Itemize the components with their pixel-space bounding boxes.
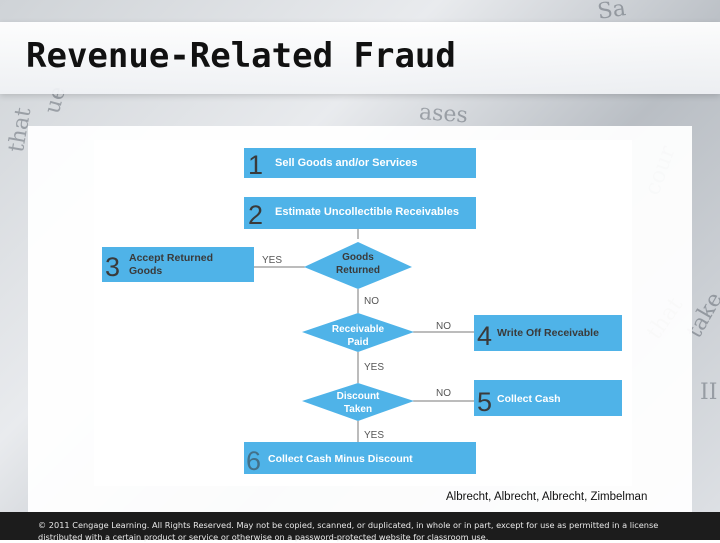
decision-discount-taken-line2: Taken xyxy=(344,404,372,415)
branch-label-no: NO xyxy=(436,388,451,399)
step-box-1 xyxy=(244,148,476,178)
connector-lines xyxy=(254,229,474,442)
decision-goods-returned-line2: Returned xyxy=(336,265,380,276)
step-label-5: Collect Cash xyxy=(497,393,561,405)
step-label-6: Collect Cash Minus Discount xyxy=(268,453,413,465)
copyright-notice: © 2011 Cengage Learning. All Rights Rese… xyxy=(38,520,659,542)
branch-label-no: NO xyxy=(364,296,379,307)
step-label-3-line2: Goods xyxy=(129,265,162,277)
step-number-6: 6 xyxy=(246,446,261,476)
background-paper-text: II xyxy=(700,380,718,405)
step-box-3 xyxy=(102,247,254,282)
decision-discount-taken-line1: Discount xyxy=(337,391,380,402)
step-label-3-line1: Accept Returned xyxy=(129,252,213,264)
step-box-4 xyxy=(474,315,622,351)
slide-title: Revenue-Related Fraud xyxy=(26,36,456,76)
footer-bar xyxy=(0,512,720,540)
step-number-3: 3 xyxy=(105,252,120,282)
step-number-1: 1 xyxy=(248,150,263,180)
decision-receivable-paid-line1: Receivable xyxy=(332,324,385,335)
step-box-5 xyxy=(474,380,622,416)
title-band xyxy=(0,22,720,94)
step-number-5: 5 xyxy=(477,387,492,417)
flowchart: 1 Sell Goods and/or Services 2 Estimate … xyxy=(94,140,632,486)
step-box-2 xyxy=(244,197,476,229)
step-number-2: 2 xyxy=(248,200,263,230)
decision-receivable-paid-line2: Paid xyxy=(347,337,368,348)
flowchart-svg: 1 Sell Goods and/or Services 2 Estimate … xyxy=(102,148,622,476)
decision-receivable-paid xyxy=(302,313,414,352)
decision-goods-returned xyxy=(304,242,412,289)
decision-goods-returned-line1: Goods xyxy=(342,252,374,263)
branch-label-yes: YES xyxy=(364,430,384,441)
branch-label-yes: YES xyxy=(262,255,282,266)
step-box-6 xyxy=(244,442,476,474)
decision-discount-taken xyxy=(302,383,414,421)
branch-label-yes: YES xyxy=(364,362,384,373)
attribution-credit: Albrecht, Albrecht, Albrecht, Zimbelman xyxy=(446,491,648,503)
step-number-4: 4 xyxy=(477,321,492,351)
step-label-1: Sell Goods and/or Services xyxy=(275,157,417,169)
step-label-2: Estimate Uncollectible Receivables xyxy=(275,206,459,218)
step-label-4: Write Off Receivable xyxy=(497,327,599,339)
background-paper-text: ases xyxy=(418,100,469,129)
branch-label-no: NO xyxy=(436,321,451,332)
